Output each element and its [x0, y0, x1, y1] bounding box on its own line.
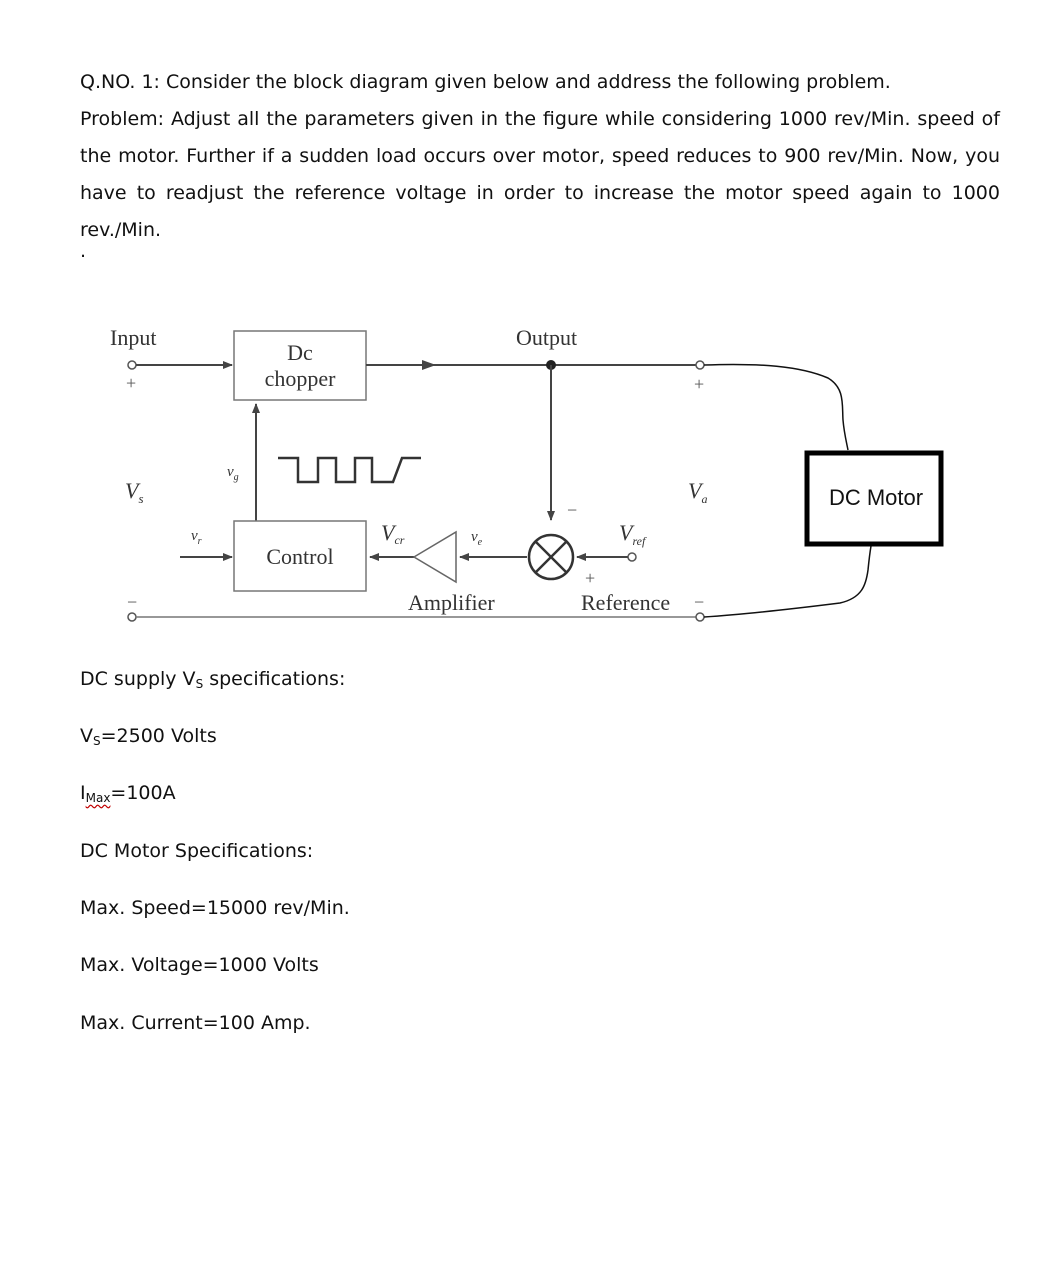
max-voltage-spec: Max. Voltage=1000 Volts — [80, 954, 319, 976]
control-block — [233, 520, 367, 592]
input-label: Input — [110, 325, 156, 350]
input-plus-terminal — [127, 360, 137, 370]
comparator-cross-2 — [534, 540, 568, 574]
output-label: Output — [516, 325, 577, 350]
vcr-label: Vcr — [381, 520, 405, 547]
input-minus-terminal — [127, 612, 137, 622]
vg-label: vg — [227, 464, 239, 483]
supply-spec-heading: DC supply VS specifications: — [80, 668, 346, 691]
control-label: Control — [266, 544, 333, 569]
va-label: Va — [688, 478, 707, 506]
dc-chopper-block — [233, 330, 367, 401]
input-minus-sign: − — [127, 592, 137, 612]
output-arrow — [422, 360, 436, 370]
output-minus-terminal — [695, 612, 705, 622]
comparator-plus-sign: + — [585, 568, 595, 588]
comparator-minus-sign: − — [567, 500, 577, 520]
motor-spec-heading: DC Motor Specifications: — [80, 840, 314, 862]
input-plus-sign: + — [126, 373, 136, 393]
max-speed-spec: Max. Speed=15000 rev/Min. — [80, 897, 350, 919]
block-diagram: Input + Dc chopper Output + − Vs vg vr C… — [110, 325, 944, 622]
pulse-waveform-icon — [278, 456, 421, 484]
amplifier-label: Amplifier — [408, 590, 495, 615]
vs-spec: VS=2500 Volts — [80, 725, 217, 748]
problem-statement: Problem: Adjust all the parameters given… — [80, 108, 1000, 241]
dc-chopper-label-line2: chopper — [265, 366, 337, 391]
stray-dot: . — [80, 240, 87, 262]
dc-motor-block — [804, 450, 944, 547]
vref-terminal — [627, 552, 637, 562]
motor-positive-wire — [703, 363, 849, 451]
vref-label: Vref — [619, 520, 647, 548]
output-plus-terminal — [695, 360, 705, 370]
motor-negative-wire — [703, 545, 872, 618]
reference-label: Reference — [581, 590, 670, 615]
dc-chopper-label-line1: Dc — [287, 340, 313, 365]
max-current-spec: Max. Current=100 Amp. — [80, 1012, 311, 1034]
vs-label: Vs — [125, 478, 144, 506]
dc-motor-label: DC Motor — [829, 485, 923, 510]
output-plus-sign: + — [694, 374, 704, 394]
amplifier-block — [412, 530, 457, 584]
question-title: Q.NO. 1: Consider the block diagram give… — [80, 71, 891, 93]
imax-spec: IMax=100A — [80, 782, 176, 805]
vr-label: vr — [191, 528, 202, 547]
ve-label: ve — [471, 529, 483, 548]
output-minus-sign: − — [694, 592, 704, 612]
